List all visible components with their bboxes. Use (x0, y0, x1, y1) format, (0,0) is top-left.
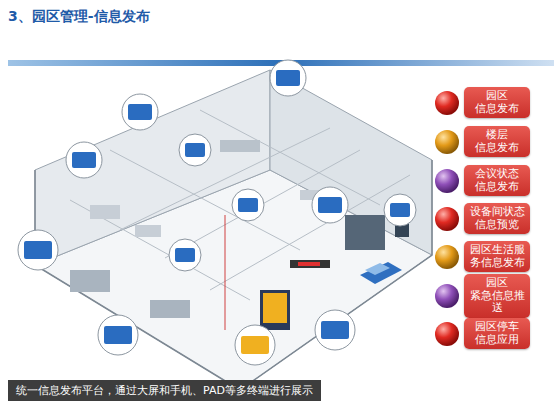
page-title: 3、园区管理-信息发布 (8, 8, 150, 26)
item-label: 园区 信息发布 (468, 90, 526, 115)
item-label: 设备间状态 信息预览 (468, 206, 526, 231)
info-item-box: 园区 紧急信息推 送 (464, 274, 530, 318)
caption-bar: 统一信息发布平台，通过大屏和手机、PAD等多终端进行展示 (8, 380, 321, 401)
info-item-box: 楼层 信息发布 (464, 126, 530, 157)
item-label: 楼层 信息发布 (468, 129, 526, 154)
info-item-box: 设备间状态 信息预览 (464, 203, 530, 234)
callout-icons (18, 60, 416, 365)
item-label: 园区生活服 务信息发布 (468, 244, 526, 269)
info-item-box: 园区停车 信息应用 (464, 318, 530, 349)
info-item-box: 园区 信息发布 (464, 87, 530, 118)
building (35, 70, 432, 390)
item-label: 园区 紧急信息推 送 (468, 277, 526, 315)
screen-icons (24, 70, 410, 354)
item-label: 会议状态 信息发布 (468, 168, 526, 193)
bullet-spheres (435, 91, 459, 346)
info-item-box: 会议状态 信息发布 (464, 165, 530, 196)
info-item-box: 园区生活服 务信息发布 (464, 241, 530, 272)
item-label: 园区停车 信息应用 (468, 321, 526, 346)
